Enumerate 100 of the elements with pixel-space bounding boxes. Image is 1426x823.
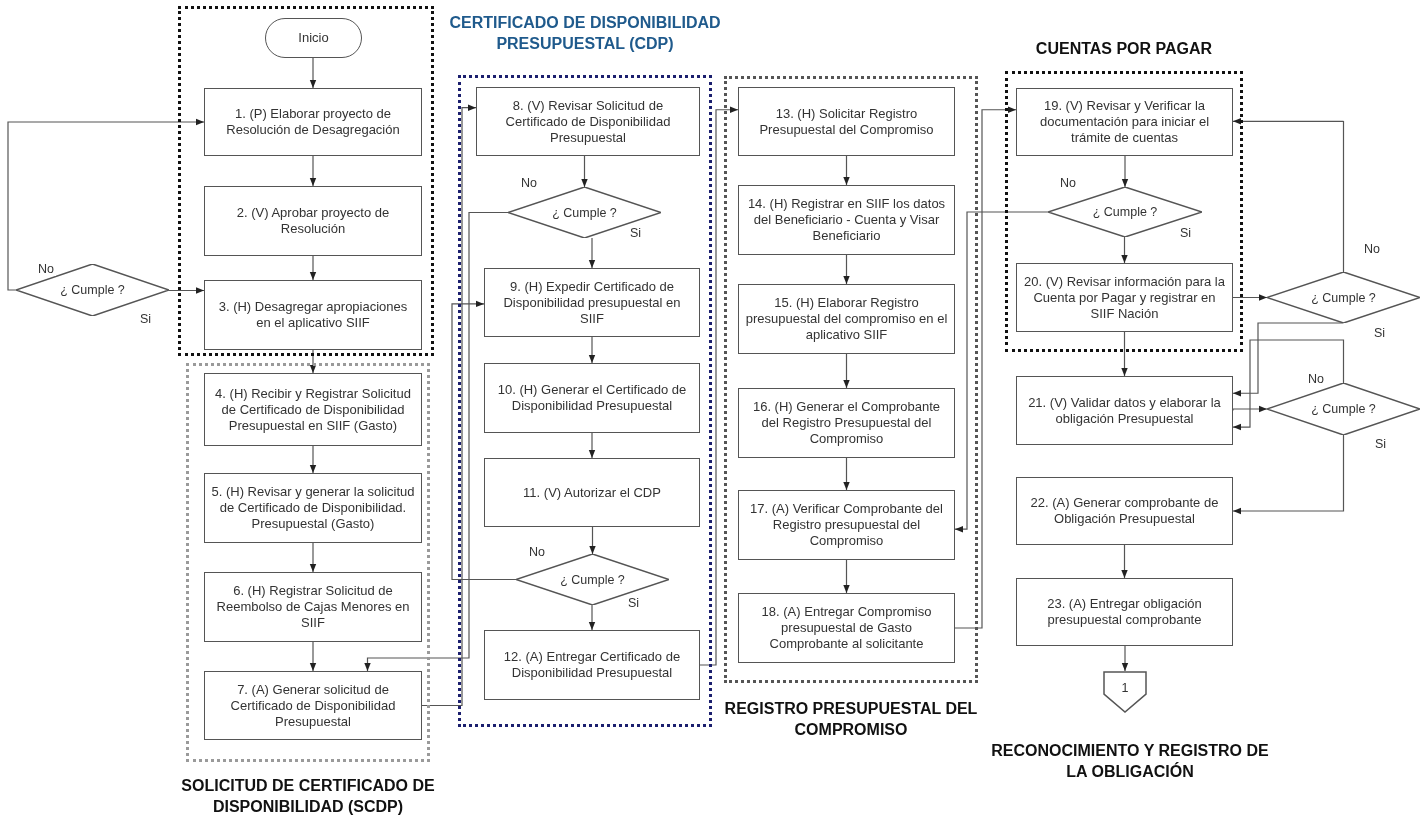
process-box: [204, 373, 422, 446]
connector-arrow: [309, 57, 317, 89]
off-page-connector: [1103, 671, 1147, 713]
decision-diamond: [508, 187, 661, 238]
decision-text: ¿ Cumple ?: [60, 283, 125, 297]
edge-label: No: [527, 545, 547, 559]
connector-arrow: [421, 104, 477, 707]
step-text: 6. (H) Registrar Solicitud de Reembolso de Cajas Menores en SIIF: [215, 583, 411, 631]
process-box: [484, 268, 700, 337]
step-text: 21. (V) Validar datos y elaborar la obligación Presupuestal: [1027, 394, 1222, 427]
edge-label: Si: [138, 312, 154, 326]
connector-arrow: [588, 432, 596, 459]
process-box: [204, 88, 422, 156]
process-box: [1016, 263, 1233, 332]
connector-arrow: [1121, 331, 1128, 377]
edge-label: Si: [628, 226, 644, 240]
connector-arrow: [168, 287, 205, 294]
step-text: 9. (H) Expedir Certificado de Disponibilidad presupuestal en SIIF: [502, 278, 682, 327]
section-heading: CUENTAS POR PAGAR: [1034, 39, 1214, 59]
step-text: 22. (A) Generar comprobante de Obligación Presupuestal: [1029, 495, 1220, 527]
step-text: 13. (H) Solicitar Registro Presupuestal del Compromiso: [758, 105, 935, 138]
connector-arrow: [309, 445, 317, 474]
step-text: Inicio: [298, 30, 329, 46]
process-box: [204, 572, 422, 642]
edge-label: No: [1306, 372, 1326, 386]
connector-arrow: [7, 118, 205, 291]
edge-label: No: [519, 176, 539, 190]
process-box: [738, 185, 955, 255]
edge-label: Si: [1178, 226, 1194, 240]
process-box: [204, 186, 422, 256]
connector-arrow: [309, 641, 317, 672]
decision-text: ¿ Cumple ?: [1311, 402, 1376, 416]
step-text: 15. (H) Elaborar Registro presupuestal del compromiso en el aplicativo SIIF: [745, 295, 948, 343]
connector-number: 1: [1121, 681, 1129, 695]
connector-arrow: [699, 106, 739, 666]
process-box: [738, 284, 955, 354]
step-text: 17. (A) Verificar Comprobante del Registro presupuestal del Compromiso: [749, 501, 944, 549]
process-box: [738, 593, 955, 663]
connector-arrow: [309, 542, 317, 573]
edge-label: No: [36, 262, 56, 276]
start-terminal: [265, 18, 362, 58]
process-box: [484, 458, 700, 527]
process-box: [738, 87, 955, 156]
step-text: 14. (H) Registrar en SIIF los datos del Beneficiario - Cuenta y Visar Beneficiario: [746, 196, 947, 244]
step-text: 12. (A) Entregar Certificado de Disponibilidad Presupuestal: [502, 649, 682, 681]
decision-text: ¿ Cumple ?: [560, 572, 625, 587]
connector-arrow: [954, 106, 1017, 629]
decision-diamond: [16, 264, 169, 316]
step-text: 19. (V) Revisar y Verificar la documentación para iniciar el trámite de cuentas: [1038, 98, 1211, 146]
edge-label: Si: [1372, 326, 1388, 340]
process-box: [204, 473, 422, 543]
step-text: 7. (A) Generar solicitud de Certificado de Disponibilidad Presupuestal: [229, 681, 397, 730]
connector-arrow: [588, 336, 596, 364]
connector-arrow: [1232, 434, 1345, 515]
section-heading: RECONOCIMIENTO Y REGISTRO DE LA OBLIGACIÓN: [990, 741, 1270, 782]
connector-arrow: [1121, 236, 1128, 264]
connector-arrow: [1121, 155, 1129, 188]
step-text: 2. (V) Aprobar proyecto de Resolución: [235, 205, 391, 237]
process-box: [1016, 88, 1233, 156]
process-box: [484, 630, 700, 700]
section-heading: CERTIFICADO DE DISPONIBILIDAD PRESUPUESTAL (CDP): [448, 13, 722, 54]
connector-arrow: [588, 237, 596, 269]
process-box: [1016, 477, 1233, 545]
connector-arrow: [843, 457, 850, 491]
connector-arrow: [309, 155, 317, 187]
connector-arrow: [954, 211, 1049, 533]
connector-arrow: [588, 604, 596, 631]
section-heading: REGISTRO PRESUPUESTAL DEL COMPROMISO: [723, 699, 979, 740]
step-text: 23. (A) Entregar obligación presupuestal comprobante: [1046, 596, 1203, 628]
connector-arrow: [1232, 294, 1268, 301]
process-box: [476, 87, 700, 156]
connector-arrow: [364, 211, 509, 672]
edge-label: No: [1058, 176, 1078, 190]
process-box: [738, 490, 955, 560]
process-box: [484, 363, 700, 433]
process-box: [1016, 376, 1233, 445]
decision-diamond: [1048, 187, 1202, 237]
step-text: 3. (H) Desagregar apropiaciones en el aplicativo SIIF: [217, 299, 409, 331]
process-box: [1016, 578, 1233, 646]
dotted-group-frame: [178, 6, 434, 356]
decision-diamond: [1267, 272, 1420, 323]
step-text: 4. (H) Recibir y Registrar Solicitud de Certificado de Disponibilidad Presupuestal en SIIF (Gasto): [214, 385, 412, 434]
step-text: 20. (V) Revisar información para la Cuenta por Pagar y registrar en SIIF Nación: [1023, 273, 1226, 322]
connector-arrow: [581, 155, 588, 188]
connector-arrow: [589, 526, 596, 555]
connector-arrow: [1121, 645, 1129, 672]
connector-arrow: [1232, 405, 1268, 413]
decision-text: ¿ Cumple ?: [1311, 290, 1376, 305]
step-text: 8. (V) Revisar Solicitud de Certificado de Disponibilidad Presupuestal: [504, 97, 672, 146]
connector-arrow: [843, 254, 850, 285]
connector-arrow: [309, 349, 317, 374]
connector-arrow: [451, 300, 517, 581]
decision-diamond: [516, 554, 669, 605]
step-text: 11. (V) Autorizar el CDP: [523, 484, 661, 501]
decision-text: ¿ Cumple ?: [552, 205, 617, 220]
decision-diamond: [1267, 383, 1420, 435]
step-text: 16. (H) Generar el Comprobante del Registro Presupuestal del Compromiso: [751, 399, 942, 447]
step-text: 5. (H) Revisar y generar la solicitud de Certificado de Disponibilidad. Presupuestal (Gasto): [211, 484, 415, 532]
decision-text: ¿ Cumple ?: [1092, 205, 1158, 219]
connector-arrow: [1232, 117, 1345, 273]
